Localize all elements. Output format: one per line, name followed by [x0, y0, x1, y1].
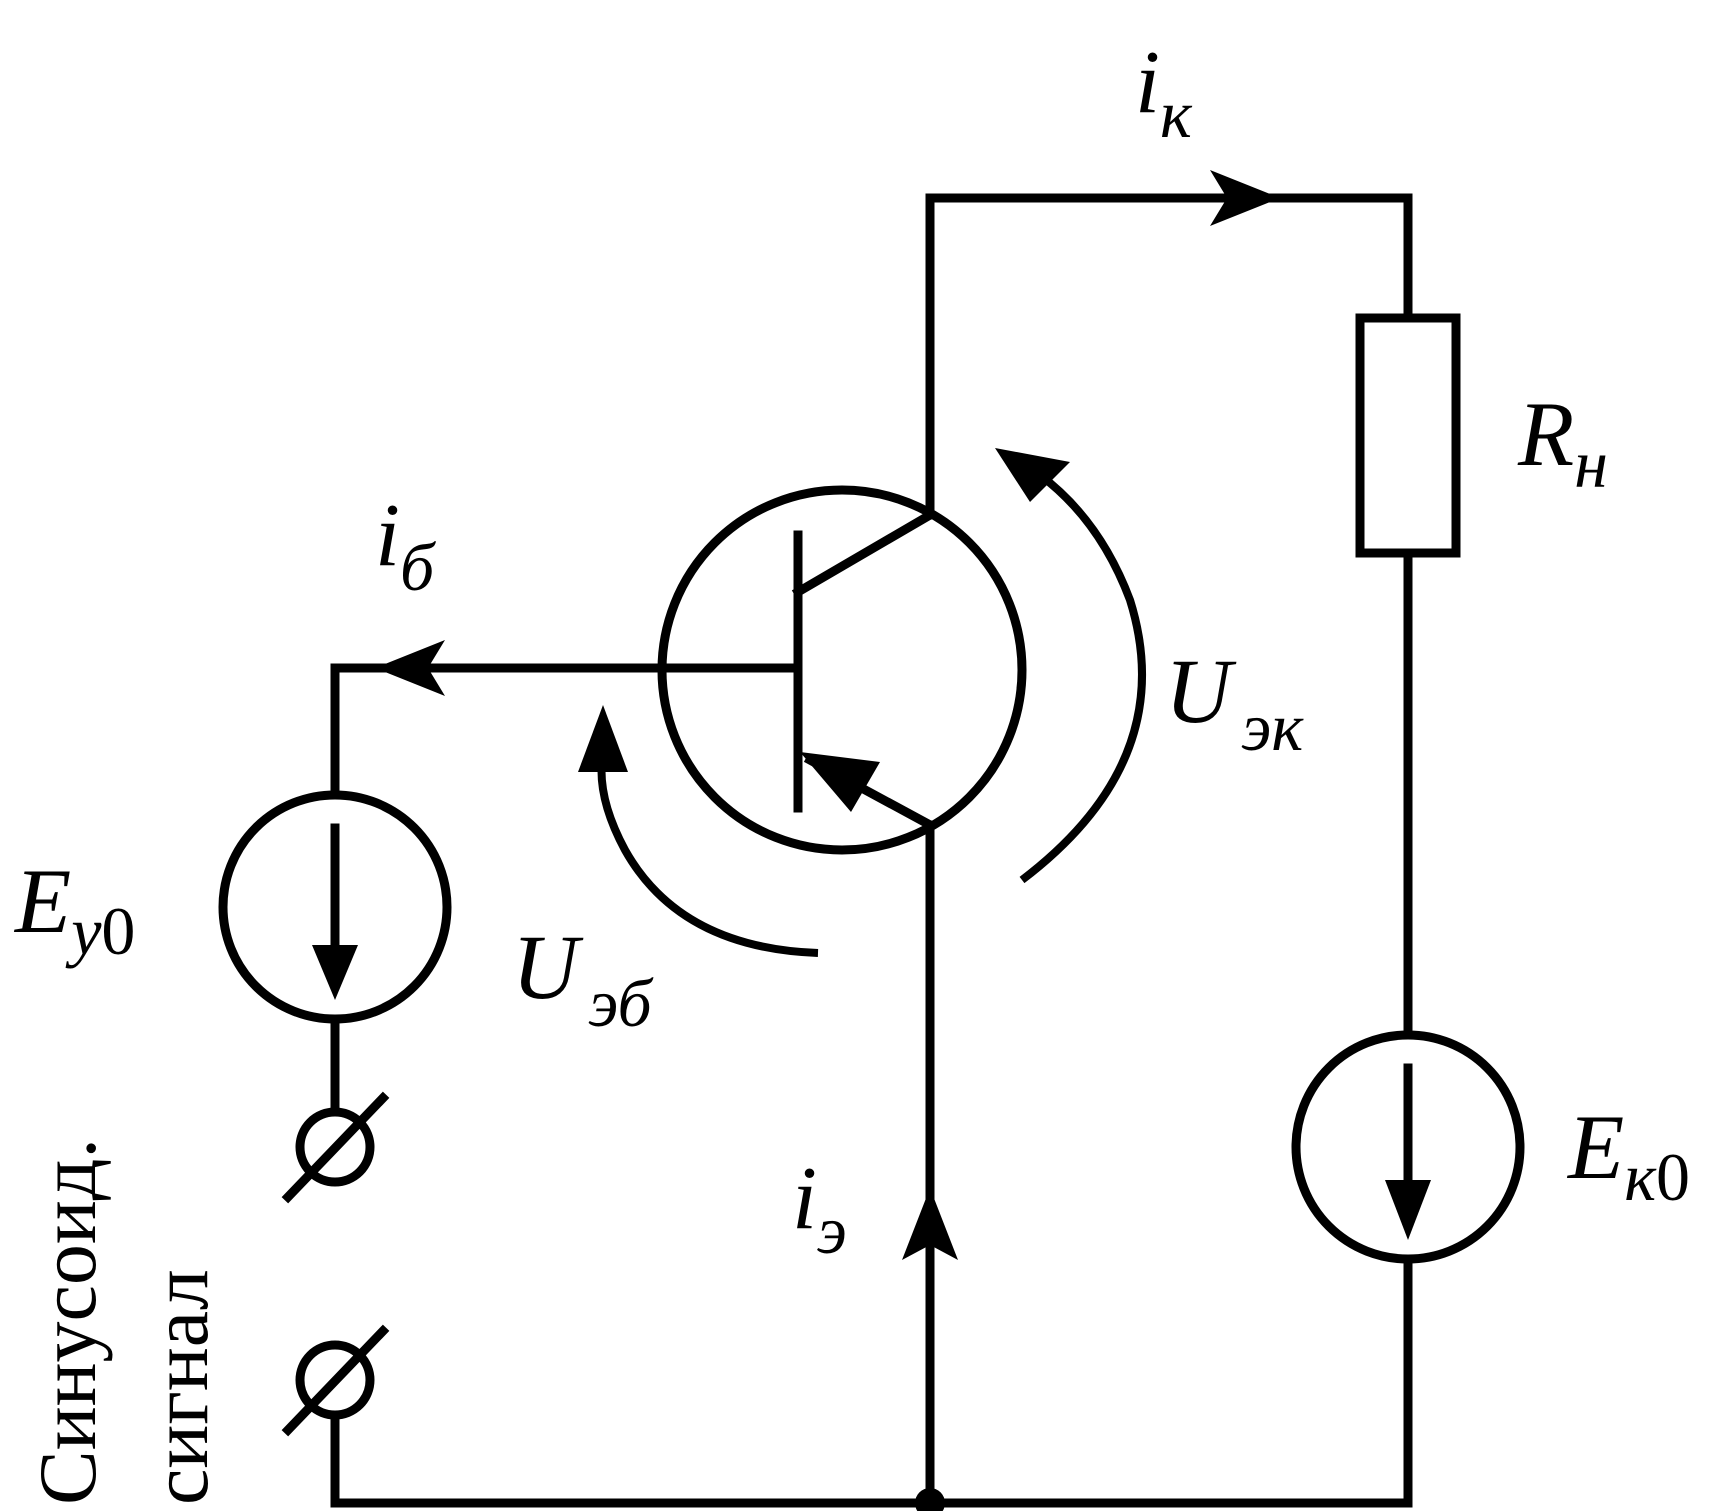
- caption-line-2: сигнал: [134, 1269, 225, 1505]
- ik-label: iк: [1135, 33, 1193, 152]
- ek0-label: Eк0: [1566, 1096, 1690, 1215]
- ie-label: iэ: [792, 1149, 847, 1268]
- bjt-transistor: [657, 485, 1027, 855]
- collector-top-wire: [925, 193, 1413, 520]
- transistor-body: [657, 485, 1027, 855]
- ey0-source: [218, 790, 452, 1024]
- uek-arc-arrow-icon: [995, 448, 1070, 502]
- ib-current-arrow-icon: [375, 640, 445, 696]
- ib-label: iб: [375, 486, 437, 605]
- ek0-arrow-icon: [1385, 1180, 1431, 1240]
- input-terminal-top: [281, 1091, 390, 1204]
- signal-caption: Синусоид. сигнал: [22, 1138, 225, 1505]
- caption-line-1: Синусоид.: [22, 1138, 113, 1505]
- base-wire: [330, 663, 800, 797]
- uek-voltage-arc: [1019, 471, 1146, 884]
- rn-label: Rн: [1517, 383, 1608, 502]
- ie-current-arrow-icon: [902, 1188, 958, 1260]
- ey0-arrow-icon: [312, 945, 358, 1000]
- ey0-label: Eу0: [13, 850, 135, 969]
- wires: [330, 193, 1413, 1508]
- load-resistor: [1355, 313, 1461, 558]
- ueb-arc-arrow-icon: [578, 705, 628, 772]
- ueb-voltage-arc: [597, 759, 819, 957]
- emitter-arrow: [800, 752, 880, 812]
- collector-lead: [791, 508, 937, 599]
- ik-current-arrow-icon: [1210, 170, 1280, 226]
- ek0-source: [1291, 1030, 1525, 1264]
- input-terminal-bottom: [281, 1324, 390, 1437]
- junction-dot: [915, 1488, 945, 1511]
